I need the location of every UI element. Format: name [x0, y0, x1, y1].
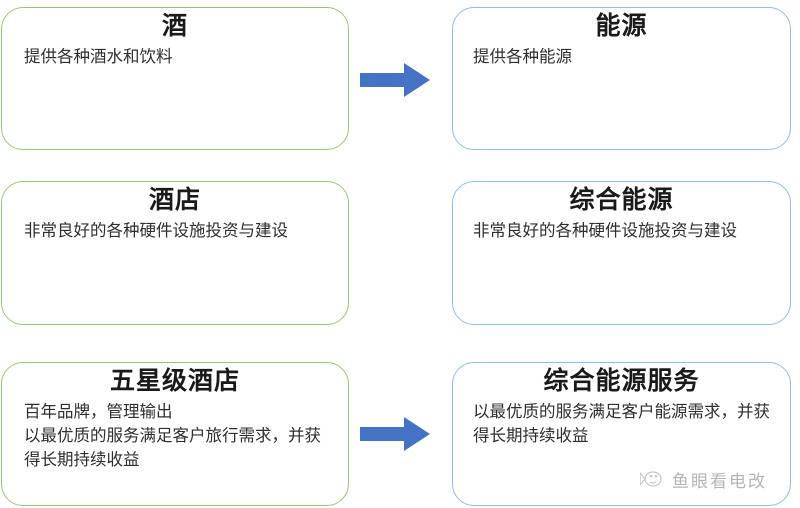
card-body: 以最优质的服务满足客户能源需求，并获得长期持续收益	[473, 403, 770, 446]
card-title: 酒	[161, 12, 188, 40]
card-right-row-3[interactable]: 综合能源服务 以最优质的服务满足客户能源需求，并获得长期持续收益	[452, 362, 791, 506]
card-title: 能源	[595, 12, 648, 40]
card-right-row-2[interactable]: 综合能源 非常良好的各种硬件设施投资与建设	[452, 181, 791, 325]
right-arrow-icon	[360, 63, 430, 97]
card-title: 综合能源服务	[543, 367, 700, 395]
card-right-row-1[interactable]: 能源 提供各种能源	[452, 7, 791, 150]
card-title: 综合能源	[569, 186, 674, 214]
card-left-row-1[interactable]: 酒 提供各种酒水和饮料	[1, 7, 349, 150]
card-left-row-2[interactable]: 酒店 非常良好的各种硬件设施投资与建设	[1, 181, 349, 325]
card-body: 提供各种酒水和饮料	[24, 48, 173, 67]
diagram-row-1: 酒 提供各种酒水和饮料 能源 提供各种能源	[0, 7, 800, 150]
card-title: 五星级酒店	[109, 367, 240, 395]
diagram-row-2: 酒店 非常良好的各种硬件设施投资与建设 综合能源 非常良好的各种硬件设施投资与建…	[0, 181, 800, 451]
card-left-row-3[interactable]: 五星级酒店 百年品牌，管理输出 以最优质的服务满足客户旅行需求，并获得长期持续收…	[1, 362, 349, 506]
card-body: 非常良好的各种硬件设施投资与建设	[24, 222, 288, 241]
right-arrow-icon	[360, 417, 430, 451]
diagram-row-3: 五星级酒店 百年品牌，管理输出 以最优质的服务满足客户旅行需求，并获得长期持续收…	[0, 362, 800, 506]
card-body: 提供各种能源	[473, 48, 572, 67]
card-body: 百年品牌，管理输出 以最优质的服务满足客户旅行需求，并获得长期持续收益	[24, 403, 321, 470]
card-title: 酒店	[148, 186, 201, 214]
card-body: 非常良好的各种硬件设施投资与建设	[473, 222, 737, 241]
